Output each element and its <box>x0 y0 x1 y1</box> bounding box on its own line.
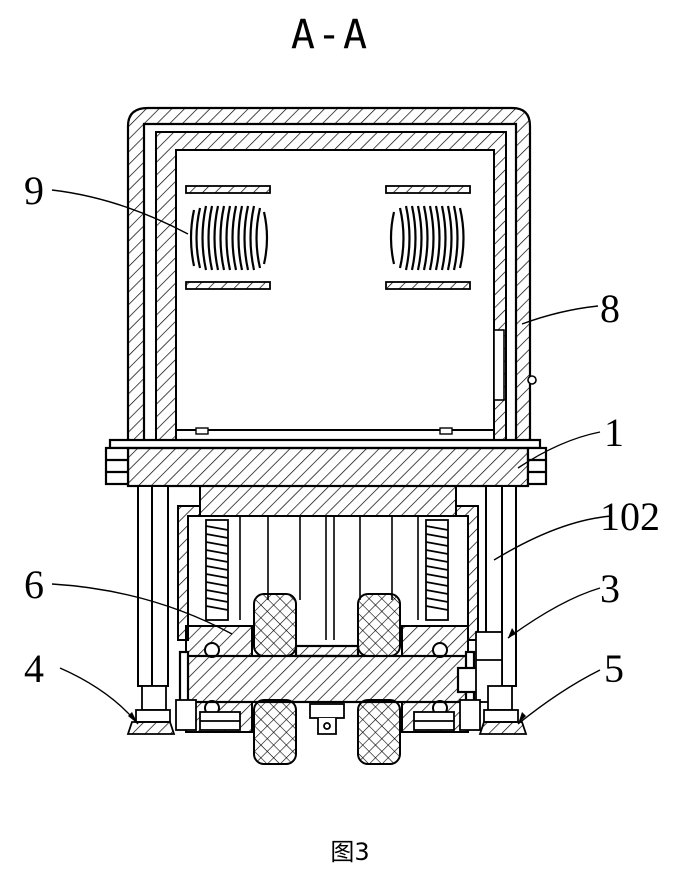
right-spring <box>425 519 449 621</box>
left-wheel-assembly <box>126 685 241 735</box>
right-wheel-assembly <box>413 685 528 735</box>
leader-lines <box>51 189 613 725</box>
top-screws <box>195 427 453 435</box>
ref-label-9: 9 <box>24 168 44 213</box>
left-coil <box>189 205 269 271</box>
coil-plates <box>185 185 471 290</box>
section-title: A-A <box>290 12 370 58</box>
central-shaft <box>178 644 480 706</box>
ref-label-1: 1 <box>604 410 624 455</box>
outer-housing <box>126 106 532 446</box>
ref-label-6: 6 <box>24 562 44 607</box>
inner-housing <box>155 131 507 441</box>
ref-label-5: 5 <box>604 646 624 691</box>
ref-label-3: 3 <box>600 566 620 611</box>
right-coil <box>389 205 465 271</box>
lower-block <box>177 485 479 641</box>
ref-label-102: 102 <box>600 494 660 539</box>
left-spring <box>205 519 229 621</box>
ref-label-4: 4 <box>24 646 44 691</box>
figure-caption: 图3 <box>330 838 370 866</box>
center-bracket <box>309 703 345 735</box>
guide-rods <box>239 516 419 640</box>
side-latch <box>493 329 537 401</box>
base-plate <box>104 438 548 488</box>
leader-arrows <box>128 628 526 724</box>
rollers <box>253 593 401 765</box>
ref-label-8: 8 <box>600 286 620 331</box>
